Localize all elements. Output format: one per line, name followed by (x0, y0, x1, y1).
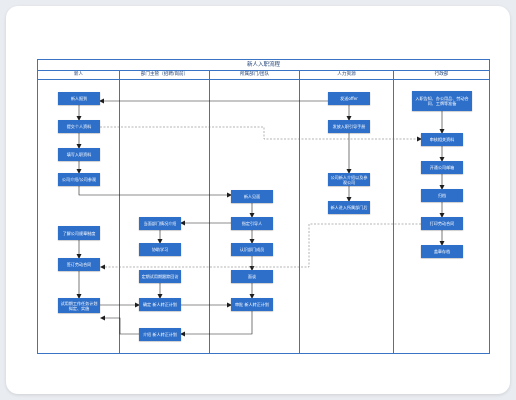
node-open-email[interactable]: 开通公司邮箱 (421, 161, 463, 174)
node-approve-plan[interactable]: 审批 新人转正计划 (231, 298, 273, 311)
dashed-connector (100, 223, 421, 270)
connectors (76, 98, 445, 337)
node-meet-newcomer[interactable]: 新人见面 (231, 190, 273, 203)
dashed-connector (100, 126, 422, 142)
node-admin-preparation[interactable]: 入职告知、办公用品、劳动合同、工牌等准备 (412, 91, 472, 111)
node-fill-entry-forms[interactable]: 填写入职资料 (58, 148, 100, 161)
lane-divider (299, 71, 300, 353)
lane-divider (119, 71, 120, 353)
node-stamp-archive[interactable]: 盖章存档 (421, 245, 463, 258)
canvas-card: 新人入职流程 新人 部门主管（招聘/岗前） 所属部门/团队 人力资源 行政部 (6, 6, 510, 394)
node-review-documents[interactable]: 审核相关资料 (421, 133, 463, 146)
node-submit-documents[interactable]: 提交个人资料 (58, 120, 100, 133)
node-probation-plan[interactable]: 试用期工作任务计划拟定、实施 (58, 298, 100, 313)
node-newcomer-report[interactable]: 新人报到 (58, 92, 100, 105)
node-department-intro[interactable]: 当面部门情况介绍 (139, 217, 181, 230)
diagram-title: 新人入职流程 (38, 60, 489, 71)
lane-header-admin: 行政部 (394, 71, 489, 80)
connector-arrow (100, 315, 139, 335)
node-meet-team[interactable]: 认识部门成员 (231, 243, 273, 256)
connector-arrow (78, 186, 232, 198)
lane-header-newcomer: 新人 (38, 71, 119, 80)
node-company-intro-tour[interactable]: 公司介绍/公司参观 (58, 173, 100, 186)
node-print-contract[interactable]: 打印劳动合同 (421, 217, 463, 230)
flowchart: 新人入职流程 新人 部门主管（招聘/岗前） 所属部门/团队 人力资源 行政部 (37, 59, 490, 354)
node-probation-followup[interactable]: 定期试用期跟踪回访 (139, 270, 181, 283)
node-assign-guide[interactable]: 指定引导人 (231, 217, 273, 230)
lane-divider (393, 71, 394, 353)
node-interview[interactable]: 面谈 (231, 270, 273, 283)
node-learn-regulations[interactable]: 了解公司规章制度 (58, 226, 100, 240)
lane-header-department: 所属部门/团队 (210, 71, 299, 80)
node-issue-handbook[interactable]: 发放入职引导手册 (328, 120, 370, 133)
node-sign-contract[interactable]: 签订劳动合同 (58, 258, 100, 271)
lane-header-manager: 部门主管（招聘/岗前） (120, 71, 209, 80)
node-join-department[interactable]: 新人进入所属部门后 (328, 201, 370, 214)
node-introduce-plan[interactable]: 介绍 新人转正计划 (139, 328, 181, 341)
lane-header-hr: 人力资源 (300, 71, 393, 80)
node-archive[interactable]: 归档 (421, 189, 463, 202)
node-confirm-plan[interactable]: 确定 新人转正计划 (139, 298, 181, 311)
node-hr-intro-tour[interactable]: 公司新人介绍以及参观公司 (328, 173, 370, 186)
lane-divider (209, 71, 210, 353)
connector-arrow (180, 311, 253, 337)
node-send-offer[interactable]: 发送offer (328, 92, 370, 105)
node-assist-learning[interactable]: 协助学习 (139, 243, 181, 256)
